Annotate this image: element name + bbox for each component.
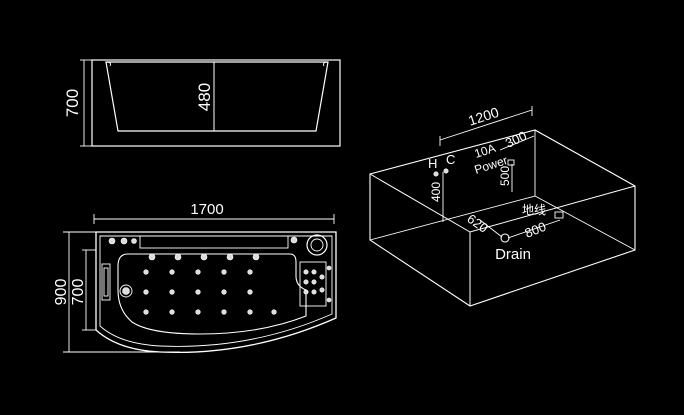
- massage-jet: [221, 289, 227, 295]
- drain-x-dimension-line: [479, 219, 503, 238]
- massage-jet: [169, 289, 175, 295]
- ground-label: 地线: [522, 203, 546, 217]
- cold-water-label: C: [446, 152, 455, 167]
- backrest-jet-cluster: [299, 261, 332, 307]
- round-speaker: [306, 234, 328, 256]
- side-view: 480 700: [63, 59, 341, 147]
- massage-jet: [169, 269, 175, 275]
- cold-water-valve: [443, 168, 449, 174]
- control-knob: [290, 236, 298, 244]
- massage-jet: [247, 269, 253, 275]
- drain-hole: [500, 233, 510, 243]
- massage-jet: [195, 309, 201, 315]
- depth-dimension-label: 480: [195, 83, 214, 111]
- length-dimension-label: 1700: [190, 201, 223, 218]
- hot-water-valve: [433, 171, 439, 177]
- massage-jet: [221, 269, 227, 275]
- drain-y-dimension-line: [507, 219, 561, 239]
- massage-jet: [271, 309, 277, 315]
- control-knob: [131, 238, 137, 244]
- control-knob: [120, 237, 128, 245]
- valve-height-dimension-label: 400: [429, 182, 443, 202]
- tub-basin: [117, 253, 307, 335]
- massage-jet: [195, 269, 201, 275]
- massage-jet: [247, 309, 253, 315]
- side-handle: [101, 263, 111, 301]
- massage-jet: [169, 309, 175, 315]
- massage-jet: [143, 289, 149, 295]
- control-knob: [108, 237, 116, 245]
- massage-jet: [143, 269, 149, 275]
- body-jets: [143, 269, 277, 315]
- light-jet: [200, 253, 208, 261]
- massage-jet: [143, 309, 149, 315]
- plan-view: 1700 900 700: [53, 201, 337, 354]
- tub-profile: [105, 61, 329, 132]
- light-jet: [174, 253, 182, 261]
- light-jet: [226, 253, 234, 261]
- power-height-dimension-label: 500: [498, 166, 512, 186]
- massage-jet: [195, 289, 201, 295]
- backrest-panel: [299, 261, 327, 307]
- light-jet: [148, 253, 156, 261]
- power-outlet: [507, 159, 515, 166]
- tub-outer-shell: [95, 231, 337, 354]
- outer-width-dimension-label: 900: [53, 279, 70, 306]
- drain-label: Drain: [495, 246, 531, 263]
- top-jet-row: [148, 253, 260, 261]
- side-view-outline: [91, 59, 341, 147]
- wall-length-dimension-line: [439, 109, 533, 141]
- inner-width-dimension-label: 700: [70, 279, 87, 306]
- hot-water-label: H: [428, 156, 437, 171]
- massage-jet: [247, 289, 253, 295]
- installation-view: 1200 H C 400 10A Power 300 500 地线 620 80…: [369, 104, 636, 307]
- height-dimension-label: 700: [63, 89, 82, 117]
- drain-outlet: [122, 287, 130, 295]
- control-panel-strip: [139, 235, 289, 249]
- tub-inner-rim: [99, 235, 333, 347]
- power-current-label: 10A: [473, 141, 498, 161]
- ground-terminal: [554, 211, 564, 219]
- power-offset-dimension-line: [499, 135, 535, 151]
- light-jet: [252, 253, 260, 261]
- massage-jet: [221, 309, 227, 315]
